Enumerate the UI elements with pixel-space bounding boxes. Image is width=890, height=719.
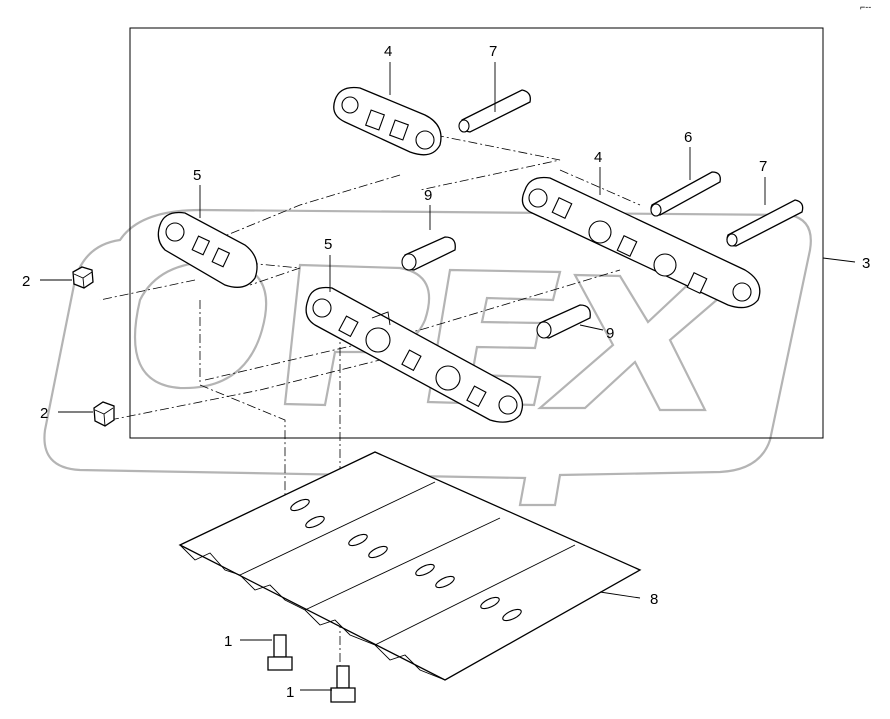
callout-6: 6 [684, 129, 692, 146]
nut-lower [93, 401, 115, 427]
callout-9-lower: 9 [606, 325, 614, 342]
callout-2-upper: 2 [22, 273, 30, 290]
callout-5-left: 5 [193, 167, 201, 184]
alignment-lines [99, 124, 641, 668]
callout-1-left: 1 [224, 633, 232, 650]
callout-9-upper: 9 [424, 187, 432, 204]
callout-2-lower: 2 [40, 405, 48, 422]
callout-3: 3 [862, 255, 870, 272]
callout-4-top: 4 [384, 43, 392, 60]
bushing-upper [401, 236, 456, 271]
track-link-right [521, 176, 761, 309]
leader-lines [40, 62, 856, 691]
callout-7-right: 7 [759, 158, 767, 175]
callout-8: 8 [650, 591, 658, 608]
nut-upper [72, 266, 94, 289]
callout-1-right: 1 [286, 684, 294, 701]
pin-middle [650, 171, 721, 217]
track-link-top [333, 86, 442, 156]
callout-4-right: 4 [594, 149, 602, 166]
pin-top [458, 89, 531, 133]
assembly-frame [129, 27, 824, 439]
track-link-left [157, 211, 258, 288]
callout-5-bottom: 5 [324, 236, 332, 253]
track-shoe-plates [178, 451, 642, 681]
pin-right [726, 199, 804, 247]
corner-mark: ⌐-- [860, 2, 871, 12]
bolt-left [267, 634, 293, 671]
bushing-lower [536, 304, 591, 339]
track-link-bottom [305, 286, 524, 423]
callout-7-top: 7 [489, 43, 497, 60]
bolt-right [330, 665, 356, 703]
